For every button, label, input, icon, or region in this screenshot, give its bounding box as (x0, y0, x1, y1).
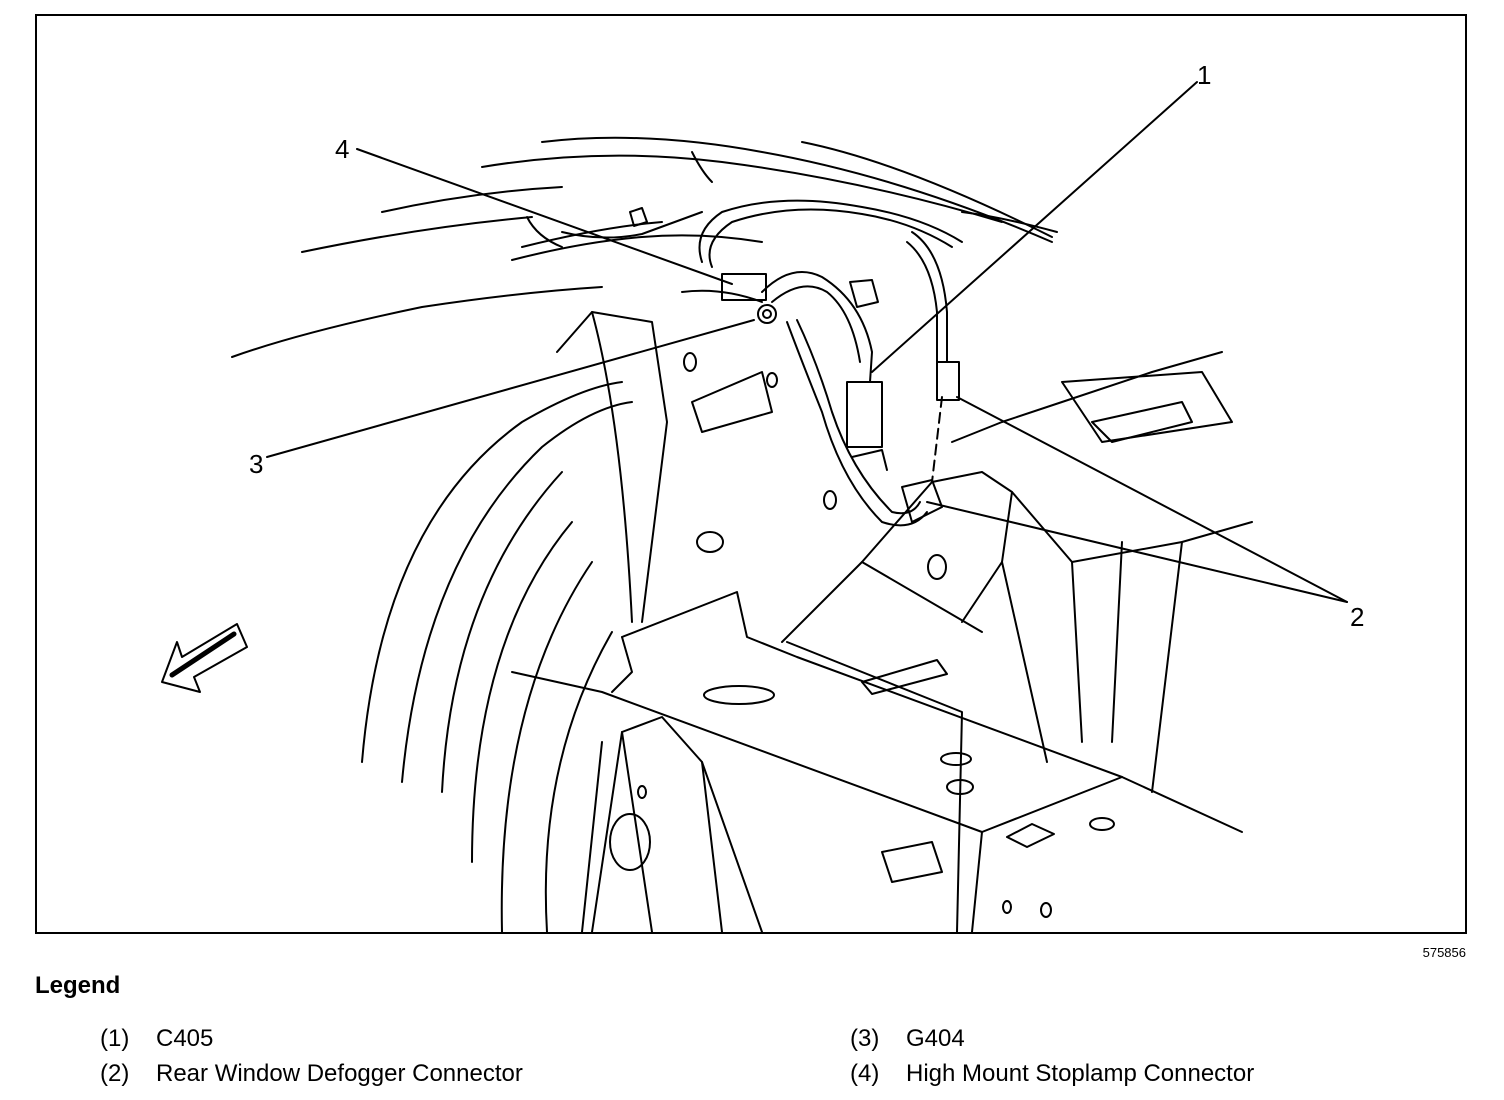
vehicle-body-illustration (161, 81, 1348, 932)
callout-4: 4 (335, 134, 350, 164)
diagram-frame: 1 2 3 4 (35, 14, 1467, 934)
legend-item-label: G404 (906, 1025, 965, 1052)
legend-item-number: (1) (100, 1025, 130, 1052)
legend-item-number: (3) (850, 1025, 880, 1052)
legend-item-3: (3) G404 (850, 1025, 965, 1053)
legend-item-1: (1) C405 (100, 1025, 213, 1053)
legend-item-label: C405 (156, 1025, 214, 1052)
legend-item-label: Rear Window Defogger Connector (156, 1060, 523, 1087)
legend-title: Legend (35, 972, 121, 999)
legend-item-label: High Mount Stoplamp Connector (906, 1060, 1255, 1087)
callout-1: 1 (1197, 60, 1212, 90)
callout-2: 2 (1350, 602, 1365, 632)
legend-item-4: (4) High Mount Stoplamp Connector (850, 1060, 1254, 1088)
legend-item-2: (2) Rear Window Defogger Connector (100, 1060, 523, 1088)
legend-item-number: (4) (850, 1060, 880, 1087)
callout-3: 3 (249, 449, 264, 479)
legend-item-number: (2) (100, 1060, 130, 1087)
figure-id: 575856 (1422, 945, 1466, 960)
